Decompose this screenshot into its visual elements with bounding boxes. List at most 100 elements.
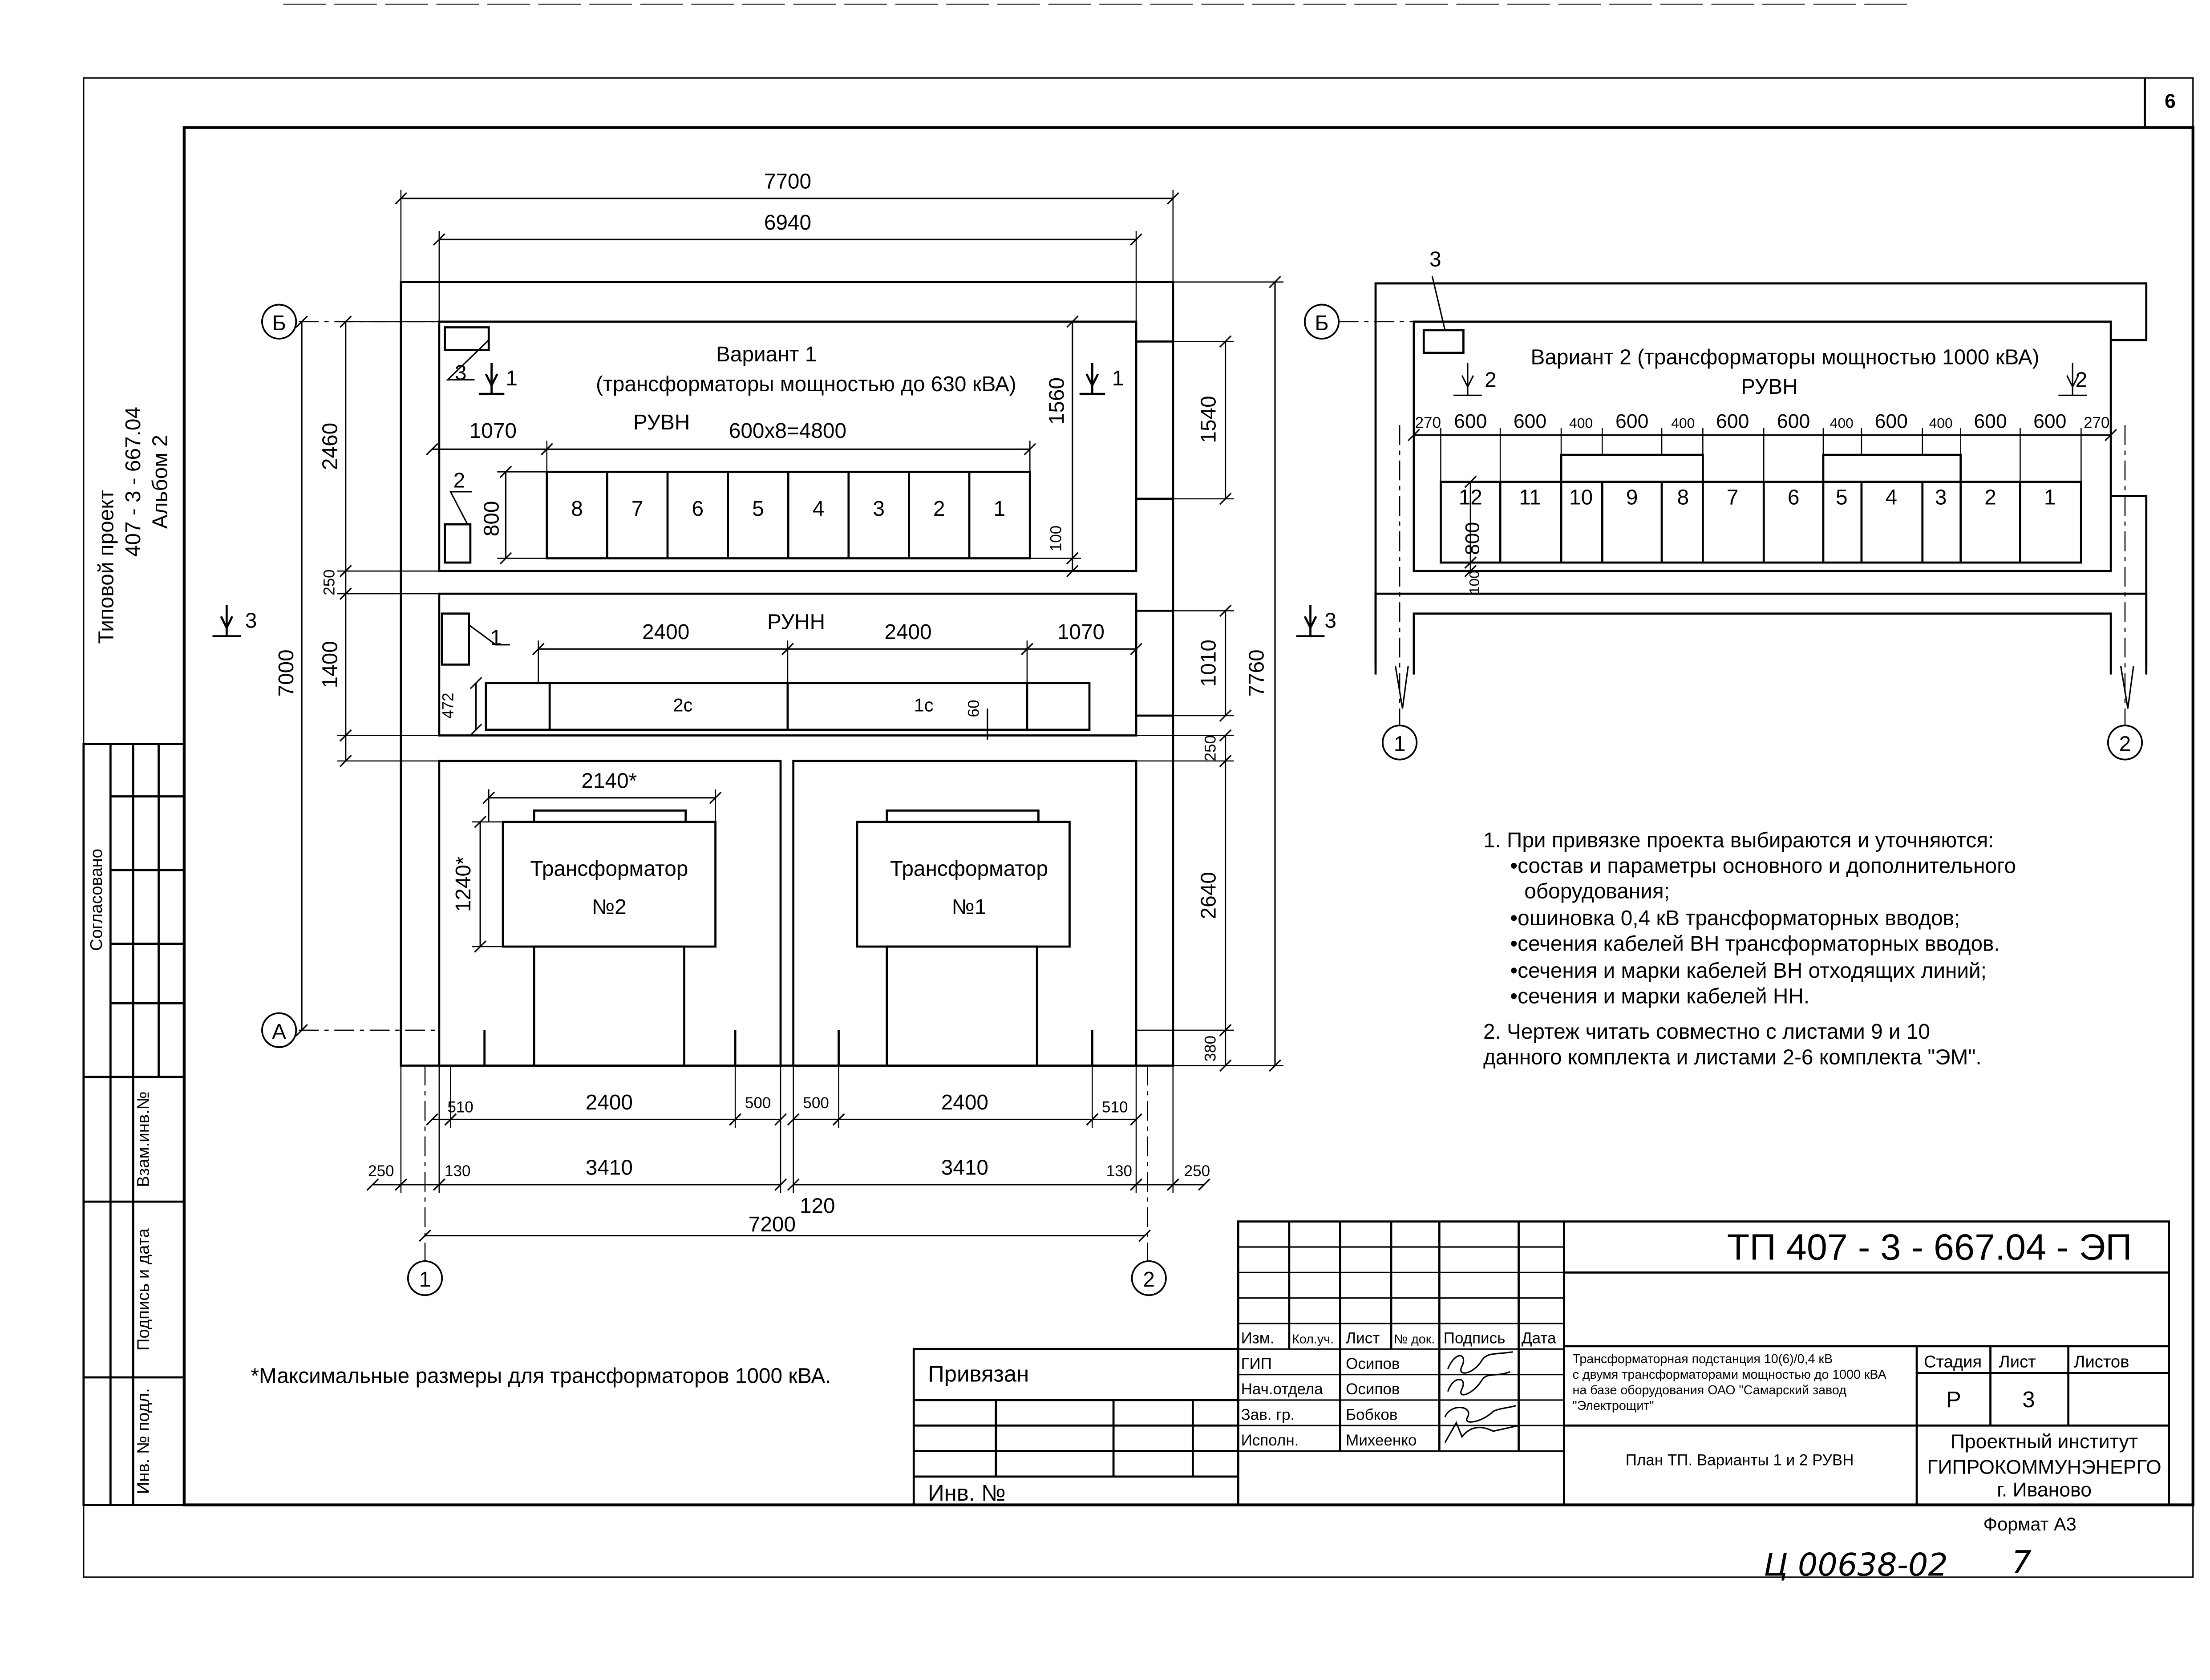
section2-left: 2	[1485, 368, 1497, 392]
left-title: Типовой проект 407 - 3 - 667.04 Альбом 2	[95, 407, 172, 644]
left-side-columns	[82, 743, 186, 1506]
svg-text:472: 472	[440, 692, 457, 718]
axis-2-label: 2	[1143, 1268, 1155, 1291]
panel-3: 3	[873, 497, 885, 521]
panel-8: 8	[571, 497, 583, 521]
signatures	[1444, 1351, 1519, 1443]
dim-1070a: 1070	[470, 419, 517, 443]
transformer-2-number: №2	[592, 895, 627, 919]
panel-2: 2	[933, 497, 945, 521]
transformer-2-body	[502, 821, 716, 948]
svg-text:407 - 3 - 667.04: 407 - 3 - 667.04	[121, 407, 145, 557]
side-labels: Согласовано Взам.инв.№ Подпись и дата Ин…	[87, 849, 153, 1494]
variant2-title: Вариант 2 (трансформаторы мощностью 1000…	[1531, 345, 2040, 369]
rvbn2-label: РУВН	[1741, 375, 1797, 399]
svg-text:4: 4	[1885, 486, 1897, 510]
svg-text:60: 60	[965, 700, 983, 717]
svg-text:510: 510	[447, 1099, 473, 1116]
cabinet-2	[444, 523, 472, 564]
svg-text:г. Иваново: г. Иваново	[1997, 1479, 2092, 1501]
svg-text:7: 7	[1727, 486, 1739, 510]
section-3-left: 3	[245, 609, 257, 633]
axis-bubble-1	[407, 1260, 443, 1296]
dim-2140: 2140*	[581, 769, 637, 793]
inv-label: Инв. №	[928, 1480, 1006, 1506]
svg-text:600: 600	[1716, 411, 1749, 433]
dim-2400b: 2400	[884, 620, 931, 644]
axis2-b-label: Б	[1315, 312, 1328, 335]
svg-text:оборудования;: оборудования;	[1524, 880, 1670, 903]
leader-2: 2	[453, 469, 465, 492]
rvnn-label: РУНН	[767, 611, 825, 634]
svg-text:План ТП. Варианты 1 и 2 РУВН: План ТП. Варианты 1 и 2 РУВН	[1626, 1451, 1854, 1469]
svg-text:100: 100	[1466, 571, 1482, 594]
svg-text:•сечения и марки кабелей НН.: •сечения и марки кабелей НН.	[1510, 984, 1809, 1008]
svg-text:•ошиновка 0,4 кВ трансформатор: •ошиновка 0,4 кВ трансформаторных вводов…	[1510, 907, 1960, 930]
svg-text:400: 400	[1671, 415, 1695, 431]
svg-text:250: 250	[368, 1162, 394, 1180]
axis2-2-label: 2	[2119, 733, 2131, 756]
axis2-bubble-b	[1303, 304, 1340, 340]
svg-text:2640: 2640	[1197, 872, 1220, 919]
section2-right: 2	[2076, 368, 2088, 392]
svg-text:3: 3	[1935, 486, 1947, 510]
panel-7: 7	[631, 497, 644, 521]
axis-1-label: 1	[419, 1268, 431, 1291]
svg-text:600: 600	[1777, 411, 1810, 433]
footnote: *Максимальные размеры для трансформаторо…	[251, 1364, 831, 1388]
svg-text:Подпись и дата: Подпись и дата	[134, 1228, 153, 1350]
variant1-title: Вариант 1	[716, 343, 817, 366]
svg-text:600: 600	[1974, 411, 2007, 433]
transformer-1-body	[856, 821, 1071, 948]
section-1a: 1	[506, 367, 518, 390]
svg-text:Зав. гр.: Зав. гр.	[1241, 1406, 1295, 1423]
general-notes: 1. При привязке проекта выбираются и уто…	[1483, 829, 2016, 1069]
svg-text:2460: 2460	[319, 423, 342, 470]
plan1-small-dims: 510 500 500 510 250 130 130 250	[368, 1094, 1210, 1180]
title-block	[912, 1220, 2170, 1506]
svg-text:№ док.: № док.	[1394, 1332, 1435, 1347]
leader-1: 1	[490, 626, 502, 650]
title-block-texts: ТП 407 - 3 - 667.04 - ЭП Привязан Инв. №…	[928, 1227, 2161, 1534]
svg-text:600: 600	[1615, 411, 1648, 433]
plan1-texts: 7700 6940 Вариант 1 (трансформаторы мощн…	[245, 170, 1336, 1291]
svg-text:Исполн.: Исполн.	[1241, 1432, 1299, 1449]
leader-3: 3	[455, 361, 467, 385]
plan1-vertical-small-dims: 250 100 472 60 250 380	[320, 526, 1219, 1062]
archive-handwriting: Ц 00638-02 7	[1764, 1544, 2032, 1583]
axis2-bubble-2	[2107, 725, 2143, 761]
panel-5: 5	[752, 497, 764, 521]
panel-1: 1	[994, 497, 1006, 521]
axis-a-label: А	[272, 1020, 286, 1044]
svg-text:1400: 1400	[319, 641, 342, 688]
axis-bubble-2	[1131, 1260, 1167, 1296]
svg-text:Листов: Листов	[2074, 1352, 2129, 1372]
axis-b-label: Б	[272, 312, 286, 335]
svg-text:400: 400	[1929, 415, 1953, 431]
svg-text:Михеенко: Михеенко	[1346, 1432, 1417, 1449]
svg-text:600: 600	[1454, 411, 1487, 433]
dim-7700: 7700	[764, 170, 811, 193]
rvbn2-panel-dividers	[1499, 482, 2021, 563]
leader2-3: 3	[1429, 248, 1441, 271]
svg-text:•сечения кабелей ВН трансформа: •сечения кабелей ВН трансформаторных вво…	[1510, 932, 2000, 956]
svg-text:250: 250	[1202, 735, 1219, 761]
svg-text:Трансформаторная подстанция 10: Трансформаторная подстанция 10(6)/0,4 кВ	[1573, 1352, 1833, 1366]
svg-text:данного комплекта и листами 2-: данного комплекта и листами 2-6 комплект…	[1483, 1045, 1982, 1069]
format-label: Формат А3	[1983, 1514, 2076, 1534]
plan2-vertical-dims: 800 100	[1461, 522, 1483, 594]
svg-text:на базе оборудования ОАО "Сама: на базе оборудования ОАО "Самарский заво…	[1573, 1383, 1847, 1397]
svg-text:1: 1	[2044, 486, 2056, 510]
cabinet-3	[444, 326, 490, 351]
dim-rvbn-row: 600x8=4800	[729, 419, 846, 443]
svg-text:Согласовано: Согласовано	[87, 849, 106, 951]
svg-text:1. При привязке проекта выбира: 1. При привязке проекта выбираются и уто…	[1483, 829, 1994, 852]
svg-text:130: 130	[445, 1162, 470, 1180]
plan-variant-2	[1303, 276, 2148, 761]
dim-2400d: 2400	[941, 1091, 988, 1114]
svg-text:ГИП: ГИП	[1241, 1355, 1272, 1372]
building-outline	[400, 281, 1174, 1067]
dim-1070b: 1070	[1057, 620, 1105, 644]
